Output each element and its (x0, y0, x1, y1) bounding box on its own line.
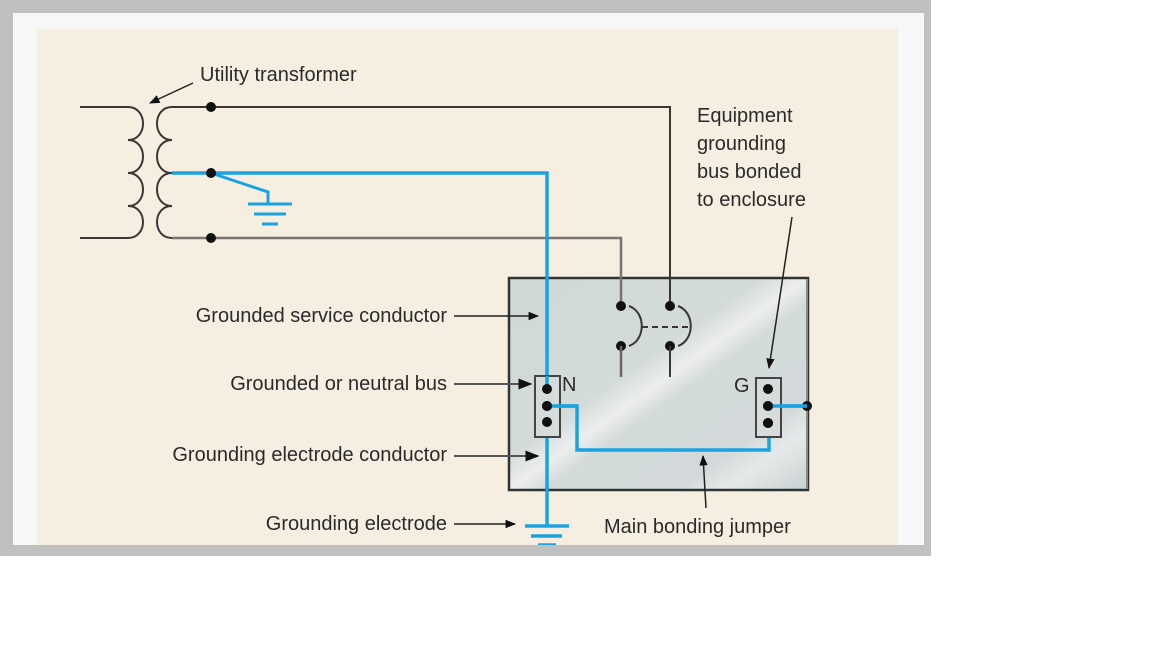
terminal-dot (206, 168, 216, 178)
terminal-dot (763, 401, 773, 411)
grounded-neutral-bus-label: Grounded or neutral bus (230, 373, 447, 395)
grounding-electrode-conductor-label: Grounding electrode conductor (172, 444, 447, 466)
hot-conductor-2 (172, 236, 623, 306)
equipment-grounding-label-line-2: grounding (697, 133, 786, 155)
terminal-dot (206, 233, 216, 243)
equipment-grounding-leader-arrow (766, 216, 793, 370)
equipment-grounding-label-line-4: to enclosure (697, 189, 806, 211)
bonding-jumper-leader-arrow (699, 454, 708, 509)
frame-bottom-edge (0, 545, 931, 556)
equipment-grounding-label-line-3: bus bonded (697, 161, 802, 183)
main-bonding-jumper-label: Main bonding jumper (604, 516, 791, 538)
ground-bus-tag: G (734, 375, 750, 397)
transformer-leader-arrow (149, 82, 194, 104)
equipment-grounding-label-line-1: Equipment (697, 105, 793, 127)
grounded-service-conductor-label: Grounded service conductor (196, 305, 448, 327)
main-breaker (616, 301, 692, 377)
utility-transformer-label: Utility transformer (200, 64, 357, 86)
terminal-dot (763, 418, 773, 428)
terminal-dot (542, 401, 552, 411)
terminal-dot (206, 102, 216, 112)
transformer-primary-coil (80, 106, 144, 239)
transformer-ground-lead (210, 171, 270, 203)
hot-conductor-1 (172, 106, 671, 306)
neutral-bus-tag: N (562, 374, 576, 396)
grounding-electrode-label: Grounding electrode (266, 513, 447, 535)
grounded-service-conductor (172, 171, 549, 389)
